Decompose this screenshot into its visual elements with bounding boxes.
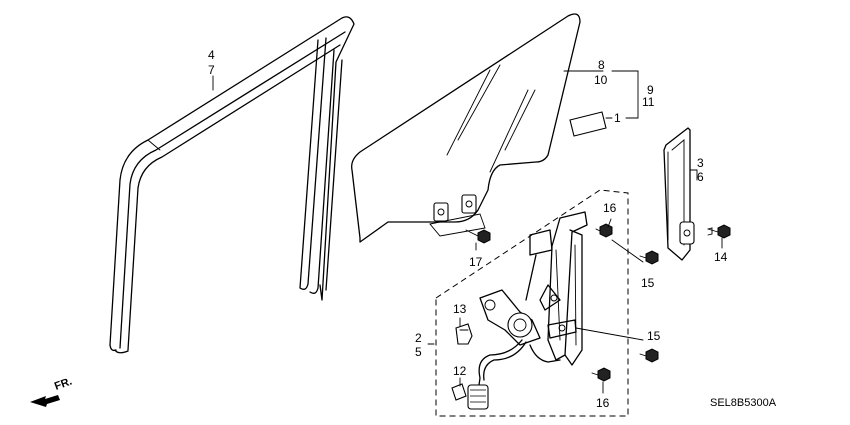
callout-15-upper: 15	[641, 276, 655, 290]
rear-lower-channel	[663, 127, 695, 261]
bolt-15-lower	[639, 348, 659, 363]
callout-8: 8	[598, 58, 605, 72]
callout-10: 10	[594, 73, 608, 87]
callout-9: 9	[647, 83, 654, 97]
callout-4: 4	[208, 48, 215, 62]
callout-11: 11	[642, 95, 655, 109]
callout-7: 7	[208, 63, 215, 77]
callout-17: 17	[469, 255, 483, 269]
diagram-code: SEL8B5300A	[710, 397, 777, 409]
callout-6: 6	[697, 170, 704, 184]
leader-lines	[212, 70, 723, 394]
window-regulator	[467, 211, 588, 410]
regulator-assembly-outline	[435, 189, 629, 417]
callout-1: 1	[614, 111, 621, 125]
bolt-17	[465, 229, 491, 244]
callout-12: 12	[453, 364, 467, 378]
callout-14: 14	[714, 250, 728, 264]
clip-13	[455, 323, 473, 345]
door-run-channel	[109, 16, 355, 354]
bolt-14	[707, 224, 731, 239]
callout-3: 3	[697, 156, 704, 170]
callout-15-lower: 15	[647, 329, 661, 343]
bolt-16-upper	[595, 223, 613, 238]
bolt-16-lower	[591, 367, 611, 382]
clip-12	[451, 383, 467, 401]
door-glass	[351, 13, 581, 243]
front-direction-arrow-icon: FR.	[30, 375, 74, 407]
callout-13: 13	[453, 302, 467, 316]
caution-label	[569, 111, 607, 137]
callout-16-upper: 16	[603, 201, 617, 215]
callout-5: 5	[415, 345, 422, 359]
callout-numbers: 4 7 8 10 9 11 1 3 6 16 15 14 17 13 2 5 1…	[208, 48, 728, 410]
front-direction-label: FR.	[53, 375, 74, 392]
callout-2: 2	[415, 331, 422, 345]
bolt-15-upper	[639, 250, 659, 265]
callout-16-lower: 16	[596, 396, 610, 410]
